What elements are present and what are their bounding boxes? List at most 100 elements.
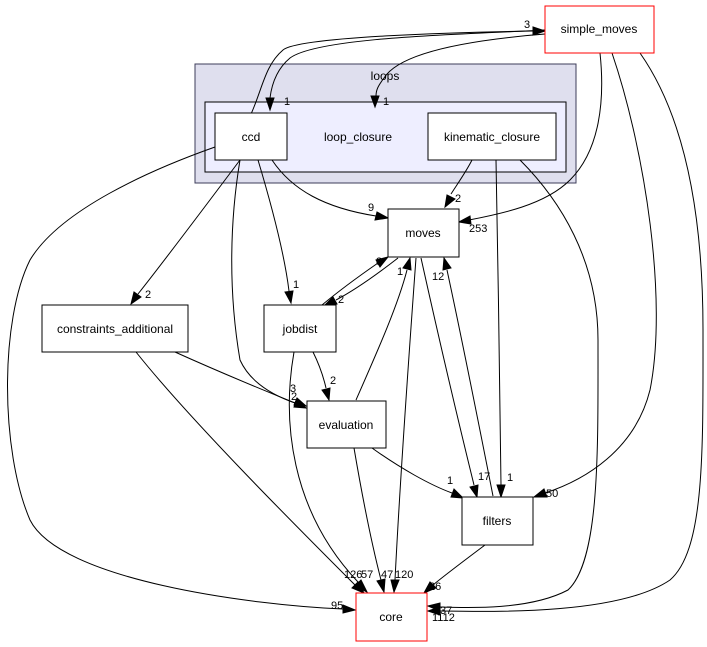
node-constraints-additional-box [41,304,189,353]
edge-jobdist-to-evaluation-label: 2 [330,375,336,387]
edge-ccd-to-evaluation: 2 [231,159,308,407]
edge-filters-to-core-line [432,544,486,586]
edge-simple-moves-to-core-label: 1112 [432,612,455,624]
edge-jobdist-to-moves-arrowhead [375,256,390,268]
edge-ccd-to-jobdist-label: 1 [293,279,299,291]
edge-simple-moves-to-moves: 253 [457,52,603,235]
node-jobdist-box [263,304,337,353]
edge-kinematic-closure-to-moves-label: 2 [455,193,461,205]
edge-jobdist-to-moves-line [321,262,379,306]
node-simple-moves-box [544,5,655,54]
edge-ccd-to-constraints-additional-line [137,159,241,295]
edge-filters-to-moves: 12 [432,256,494,497]
node-filters-label: filters [483,514,512,528]
edge-simple-moves-to-core-line [439,52,704,612]
edge-simple-moves-to-loop-closure-arrowhead [370,95,380,109]
edge-simple-moves-to-ccd-line [269,29,546,99]
node-core[interactable]: core [355,592,428,642]
edge-ccd-to-moves-arrowhead [374,211,390,221]
node-simple-moves-label: simple_moves [561,22,638,36]
node-ccd[interactable]: ccd [214,112,288,161]
edge-evaluation-to-filters-line [371,447,453,494]
edge-moves-to-core: 120 [390,257,417,594]
edge-moves-to-jobdist-label: 2 [338,294,344,306]
node-core-box [355,592,428,642]
edge-evaluation-to-core-arrowhead [376,578,386,594]
edge-ccd-to-moves-line [271,159,377,217]
edge-kinematic-closure-to-moves-line [450,159,473,195]
node-moves[interactable]: moves [387,208,460,258]
edge-simple-moves-to-loop-closure-label: 1 [383,96,389,108]
edges-layer: 3 1 1 2 9 253 [7,19,704,624]
edge-simple-moves-to-filters-label: 50 [546,488,558,500]
edge-simple-moves-to-loop-closure: 1 [370,33,546,109]
edge-ccd-to-constraints-additional: 2 [130,159,241,306]
edge-ccd-to-core: 95 [7,146,357,614]
edge-ccd-to-jobdist-arrowhead [284,290,294,305]
edge-jobdist-to-moves: 8 [321,256,390,306]
edge-filters-to-core-label: 26 [429,581,441,593]
node-moves-label: moves [405,226,440,240]
edge-evaluation-to-moves-arrowhead [402,256,412,271]
edge-moves-to-filters-label: 17 [478,471,490,483]
node-constraints-additional[interactable]: constraints_additional [41,304,189,353]
edge-moves-to-core-label: 120 [395,569,413,581]
edge-ccd-to-simple-moves-line [250,30,534,115]
edge-ccd-to-simple-moves-label: 3 [524,19,530,31]
node-jobdist-label: jobdist [282,322,318,336]
edge-moves-to-filters: 17 [420,257,490,499]
edge-filters-to-moves-line [446,269,494,497]
edge-filters-to-moves-arrowhead [442,256,452,271]
edge-constraints-additional-to-evaluation-label: 3 [290,383,296,395]
edge-jobdist-to-evaluation: 2 [312,351,336,402]
node-constraints-additional-label: constraints_additional [57,322,173,336]
edge-ccd-to-constraints-additional-arrowhead [130,291,142,306]
node-filters[interactable]: filters [461,496,534,546]
node-ccd-box [214,112,288,161]
edge-kinematic-closure-to-filters: 1 [495,159,513,499]
edge-evaluation-to-core-label: 47 [381,569,393,581]
node-filters-box [461,496,534,546]
node-kinematic-closure-box [427,112,557,161]
node-jobdist[interactable]: jobdist [263,304,337,353]
edge-simple-moves-to-moves-label: 253 [469,223,487,235]
edge-constraints-additional-to-core-line [135,351,356,586]
edge-moves-to-core-arrowhead [390,579,400,594]
edge-kinematic-closure-to-moves: 2 [444,159,473,209]
node-evaluation[interactable]: evaluation [306,400,387,449]
edge-jobdist-to-core: 57 [288,351,373,594]
edge-simple-moves-to-filters: 50 [532,52,657,500]
edge-simple-moves-to-core-arrowhead [426,606,441,616]
edge-evaluation-to-filters-label: 1 [447,475,453,487]
edge-simple-moves-to-ccd-label: 1 [284,96,290,108]
edge-kinematic-closure-to-filters-label: 1 [507,472,513,484]
node-kinematic-closure[interactable]: kinematic_closure [427,112,557,161]
edge-jobdist-to-core-label: 57 [361,569,373,581]
edge-moves-to-core-line [394,257,417,581]
edge-moves-to-jobdist-line [335,257,399,301]
edge-jobdist-to-moves-label: 8 [376,256,382,268]
node-moves-box [387,208,460,258]
edge-kinematic-closure-to-moves-arrowhead [444,194,456,209]
edge-jobdist-to-evaluation-line [312,351,327,389]
edge-ccd-to-constraints-additional-label: 2 [145,289,151,301]
node-evaluation-box [306,400,387,449]
edge-evaluation-to-filters: 1 [371,447,465,499]
edge-moves-to-filters-line [420,257,475,486]
cluster-loop-closure-label: loop_closure [324,130,392,144]
edge-ccd-to-evaluation-arrowhead [293,397,308,407]
node-ccd-label: ccd [242,130,261,144]
edge-ccd-to-core-line [7,146,344,610]
edge-kinematic-closure-to-core-line [439,159,599,609]
node-simple-moves[interactable]: simple_moves [544,5,655,54]
edge-simple-moves-to-filters-line [544,52,657,494]
edge-kinematic-closure-to-filters-line [495,159,502,486]
edge-evaluation-to-moves-label: 1 [397,266,403,278]
edge-ccd-to-jobdist: 1 [257,159,299,305]
edge-jobdist-to-evaluation-arrowhead [321,387,331,402]
edge-constraints-additional-to-core-label: 126 [344,569,362,581]
edge-evaluation-to-moves-line [355,269,408,401]
edge-evaluation-to-filters-arrowhead [450,488,465,499]
node-evaluation-label: evaluation [319,418,374,432]
